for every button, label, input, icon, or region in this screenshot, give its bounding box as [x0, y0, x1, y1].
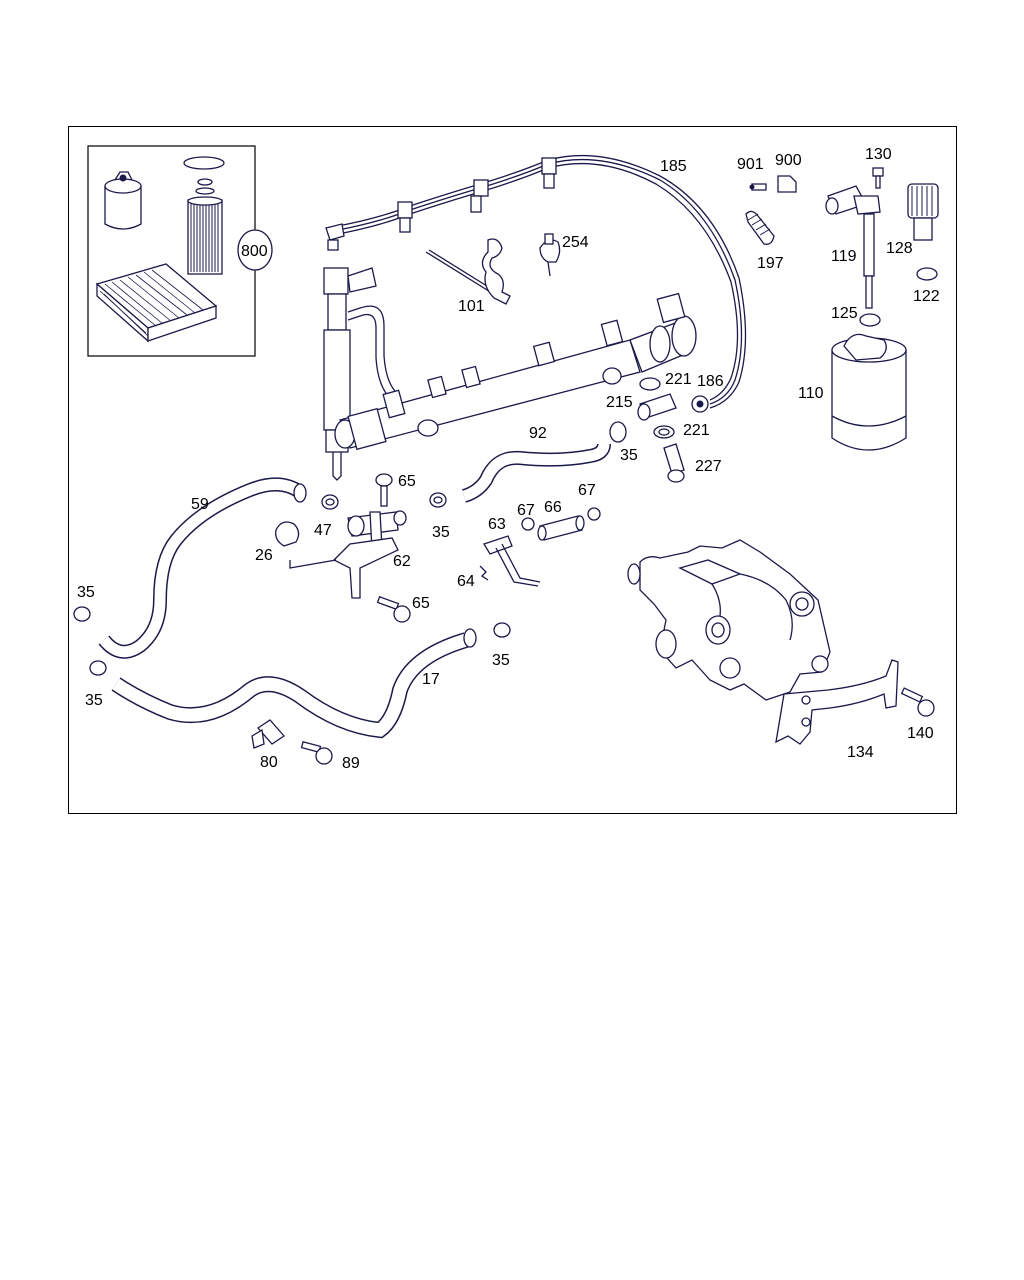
clip-254: [539, 233, 561, 277]
label-65-a: 65: [398, 473, 416, 490]
service-kit-inset: [87, 145, 273, 357]
hose-66: [521, 507, 601, 541]
label-80: 80: [260, 754, 278, 771]
label-185: 185: [660, 158, 687, 175]
bracket-134: [775, 659, 899, 745]
label-140: 140: [907, 725, 934, 742]
fuel-filter-110: [831, 333, 907, 451]
label-254: 254: [562, 234, 589, 251]
label-35-d: 35: [85, 692, 103, 709]
label-128: 128: [886, 240, 913, 257]
label-227: 227: [695, 458, 722, 475]
label-221-a: 221: [665, 371, 692, 388]
bracket-62: [332, 510, 407, 599]
label-221-b: 221: [683, 422, 710, 439]
label-110: 110: [798, 385, 824, 402]
bolt-65-top: [375, 473, 393, 507]
bolt-140: [900, 687, 935, 717]
hose-17: [111, 622, 511, 739]
label-35-a: 35: [620, 447, 638, 464]
label-47: 47: [314, 522, 332, 539]
diagram-frame: [68, 126, 957, 814]
label-900: 900: [775, 152, 802, 169]
clamp-35-mid: [429, 492, 447, 508]
label-122: 122: [913, 288, 940, 305]
bolt-65-lower: [376, 595, 411, 623]
banjo-fitting-215: [637, 377, 709, 483]
label-17: 17: [422, 671, 440, 688]
common-rail: [334, 292, 697, 451]
label-59: 59: [191, 496, 209, 513]
kit-oil-filter-element: [183, 156, 225, 275]
label-197: 197: [757, 255, 784, 272]
clip-101: [425, 238, 511, 305]
fuel-sensor-assembly: [749, 167, 884, 309]
kit-fuel-filter: [104, 171, 142, 230]
label-63: 63: [488, 516, 506, 533]
hose-92: [461, 421, 627, 503]
label-901: 901: [737, 156, 764, 173]
clamp-47: [321, 494, 339, 510]
label-26: 26: [255, 547, 273, 564]
label-125: 125: [831, 305, 858, 322]
label-65-b: 65: [412, 595, 430, 612]
label-67-a: 67: [517, 502, 535, 519]
return-line-185: [325, 154, 747, 409]
label-130: 130: [865, 146, 892, 163]
label-35-c: 35: [77, 584, 95, 601]
label-92: 92: [529, 425, 547, 442]
label-186: 186: [697, 373, 724, 390]
label-62: 62: [393, 553, 411, 570]
pump-housing: [627, 539, 831, 701]
clamp-26: [275, 521, 337, 569]
clip-80: [251, 719, 285, 749]
label-67-b: 67: [578, 482, 596, 499]
hose-59: [73, 477, 307, 676]
label-35-b: 35: [432, 524, 450, 541]
bracket-63: [479, 535, 541, 587]
label-134: 134: [847, 744, 874, 761]
label-89: 89: [342, 755, 360, 772]
label-800: 800: [241, 243, 268, 260]
label-64: 64: [457, 573, 475, 590]
label-215: 215: [606, 394, 633, 411]
label-119: 119: [831, 248, 857, 265]
bolt-89: [300, 740, 333, 765]
label-66: 66: [544, 499, 562, 516]
kit-air-filter: [95, 263, 218, 343]
protective-sleeve-197: [745, 210, 775, 245]
label-35-e: 35: [492, 652, 510, 669]
vent-screw-128: [859, 183, 939, 327]
label-101: 101: [458, 298, 485, 315]
